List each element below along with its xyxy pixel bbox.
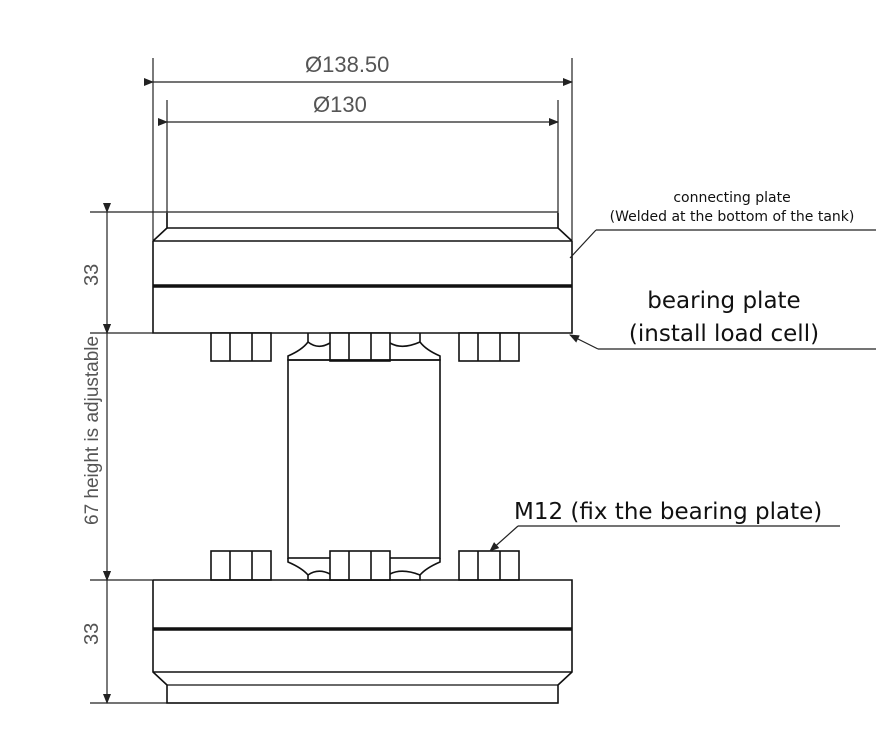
base-plate (152, 579, 573, 704)
connecting-plate-title: connecting plate (673, 190, 790, 206)
bolt-lower-center (329, 550, 391, 581)
bolt-upper-center (329, 332, 391, 362)
bolt-lower-right (458, 550, 520, 581)
bearing-plate-leader (569, 334, 876, 350)
upper-bolts (210, 332, 520, 362)
inner-diameter-dimension (158, 100, 559, 228)
outer-diameter-label: Ø138.50 (305, 52, 389, 77)
bolt-upper-left (210, 332, 272, 362)
bolt-upper-right (458, 332, 520, 362)
load-cell-body (287, 359, 441, 559)
connecting-plate (152, 213, 573, 334)
bolt-note: M12 (fix the bearing plate) (514, 499, 822, 525)
top-height-label: 33 (81, 264, 103, 286)
inner-diameter-label: Ø130 (313, 92, 367, 117)
bearing-plate-title: bearing plate (647, 288, 800, 314)
bearing-plate-note: (install load cell) (629, 321, 819, 347)
outer-diameter-dimension (144, 58, 573, 240)
bolt-lower-left (210, 550, 272, 581)
lower-bolts (210, 550, 520, 581)
bolt-leader (489, 525, 840, 552)
connecting-plate-leader (569, 229, 876, 259)
middle-height-label: 67 height is adjustable (82, 336, 103, 525)
bottom-height-label: 33 (81, 623, 103, 645)
connecting-plate-note: (Welded at the bottom of the tank) (610, 209, 855, 225)
